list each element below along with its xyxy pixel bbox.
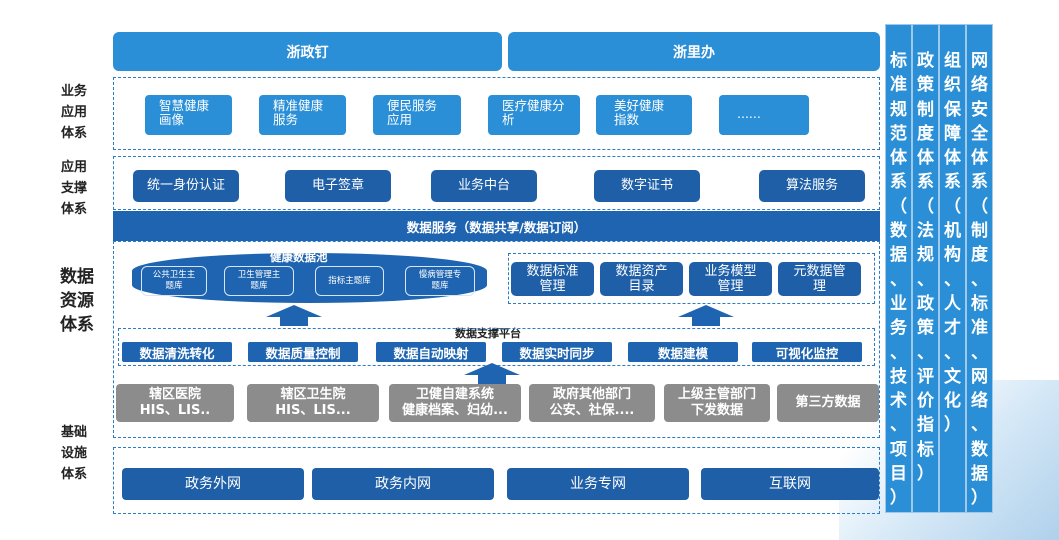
platform-data-cleansing[interactable]: 数据清洗转化 xyxy=(122,342,232,362)
pool-indicator[interactable]: 指标主题库 xyxy=(315,266,384,296)
zheliban-bar[interactable]: 浙里办 xyxy=(508,32,880,71)
platform-auto-mapping[interactable]: 数据自动映射 xyxy=(376,342,486,362)
network-gov-internal[interactable]: 政务内网 xyxy=(312,468,494,500)
source-superior-department[interactable]: 上级主管部门下发数据 xyxy=(664,384,770,422)
governance-panel xyxy=(508,253,875,304)
source-other-government[interactable]: 政府其他部门公安、社保.... xyxy=(529,384,655,422)
arrow-up-icon xyxy=(266,305,322,317)
gov-data-standard[interactable]: 数据标准管理 xyxy=(511,262,594,296)
app-precise-health-service[interactable]: 精准健康服务 xyxy=(259,95,346,135)
arrow-up-stem xyxy=(692,316,720,326)
layer-label-support: 应用支撑体系 xyxy=(60,160,87,217)
network-internet[interactable]: 互联网 xyxy=(701,468,879,500)
data-service-bar[interactable]: 数据服务（数据共享/数据订阅） xyxy=(113,211,880,241)
layer-label-business: 业务应用体系 xyxy=(60,84,87,141)
pool-health-management[interactable]: 卫生管理主题库 xyxy=(224,266,294,296)
platform-realtime-sync[interactable]: 数据实时同步 xyxy=(502,342,612,362)
app-more[interactable]: ...... xyxy=(719,95,809,135)
infra-panel xyxy=(113,447,880,514)
zhezhengding-bar[interactable]: 浙政钉 xyxy=(113,32,502,71)
layer-label-infra: 基础设施体系 xyxy=(60,425,87,482)
arrow-up-icon xyxy=(678,305,734,317)
arrow-up-stem xyxy=(478,374,506,384)
source-third-party[interactable]: 第三方数据 xyxy=(777,384,879,422)
system-policy[interactable]: 政策制度体系（法规、政策、评价指标） xyxy=(912,24,939,513)
network-business-private[interactable]: 业务专网 xyxy=(507,468,689,500)
support-e-signature[interactable]: 电子签章 xyxy=(285,170,391,202)
network-gov-external[interactable]: 政务外网 xyxy=(122,468,304,500)
app-convenience-service[interactable]: 便民服务应用 xyxy=(373,95,461,135)
support-algorithm[interactable]: 算法服务 xyxy=(759,170,865,202)
gov-business-model[interactable]: 业务模型管理 xyxy=(689,262,772,296)
health-data-pool-title: 健康数据池 xyxy=(270,250,328,264)
support-digital-cert[interactable]: 数字证书 xyxy=(594,170,700,202)
health-data-pool xyxy=(132,253,487,303)
system-organization[interactable]: 组织保障体系（机构、人才、文化） xyxy=(939,24,966,513)
gov-metadata[interactable]: 元数据管理 xyxy=(778,262,861,296)
source-self-built-system[interactable]: 卫健自建系统健康档案、妇幼... xyxy=(389,384,521,422)
data-resource-panel xyxy=(113,241,880,438)
pool-chronic-disease[interactable]: 慢病管理专题库 xyxy=(405,266,475,296)
gov-data-asset-catalog[interactable]: 数据资产目录 xyxy=(600,262,683,296)
platform-modeling[interactable]: 数据建模 xyxy=(628,342,738,362)
layer-label-data: 数据资源体系 xyxy=(60,267,94,335)
system-network-security[interactable]: 网络安全体系（制度、标准、网络、数据） xyxy=(966,24,993,513)
arrow-up-icon xyxy=(464,363,520,375)
app-health-portrait[interactable]: 智慧健康画像 xyxy=(145,95,232,135)
arrow-up-stem xyxy=(280,316,308,326)
system-standards[interactable]: 标准规范体系（数据、业务、技术、项目） xyxy=(885,24,912,513)
support-identity-auth[interactable]: 统一身份认证 xyxy=(133,170,239,202)
business-apps-panel xyxy=(113,77,880,150)
app-medical-analysis[interactable]: 医疗健康分析 xyxy=(488,95,580,135)
app-health-index[interactable]: 美好健康指数 xyxy=(596,95,692,135)
pool-public-health[interactable]: 公共卫生主题库 xyxy=(141,266,207,296)
platform-quality-control[interactable]: 数据质量控制 xyxy=(248,342,358,362)
support-panel xyxy=(113,156,880,210)
platform-visual-monitor[interactable]: 可视化监控 xyxy=(752,342,862,362)
platform-title: 数据支撑平台 xyxy=(455,327,521,340)
support-business-middle[interactable]: 业务中台 xyxy=(431,170,537,202)
